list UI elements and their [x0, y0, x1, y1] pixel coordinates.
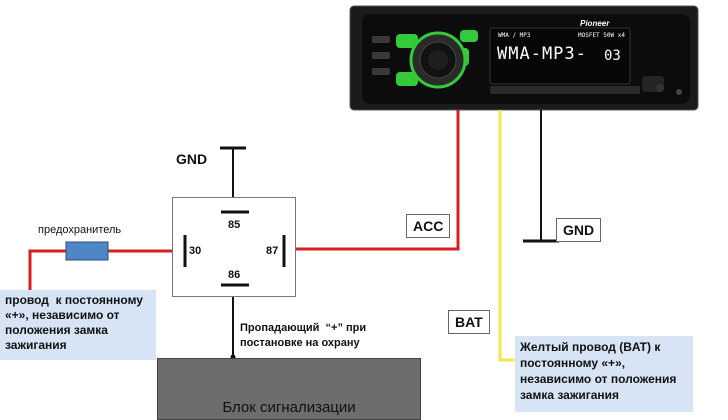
gnd-label-top: GND: [176, 151, 208, 167]
bat-wire: [498, 110, 515, 362]
display-model-text: MOSFET 50W x4: [578, 32, 625, 39]
relay-pin-86: 86: [228, 269, 241, 281]
head-unit: [349, 5, 699, 111]
alarm-block: Блок сигнализации: [157, 358, 421, 420]
relay-pin-87: 87: [266, 245, 279, 257]
green-button-top-left: [396, 34, 418, 48]
acc-wire: [296, 110, 460, 251]
bat-label: BAT: [448, 310, 490, 334]
relay-pin-30: 30: [189, 245, 202, 257]
relay-pin-85: 85: [228, 219, 241, 231]
gnd-label-right: GND: [556, 218, 602, 242]
display-small-text: WMA / MP3: [498, 32, 531, 39]
acc-label: ACC: [406, 214, 451, 238]
alarm-block-label: Блок сигнализации: [222, 399, 356, 416]
display-track-number: 03: [604, 48, 621, 64]
fuse: [65, 241, 109, 261]
display-main-text: WMA-MP3-: [497, 44, 587, 64]
constant-plus-wire: [28, 249, 66, 290]
left-note: провод к постоянному «+», независимо от …: [0, 290, 156, 360]
head-unit-brand: Pioneer: [580, 19, 610, 28]
right-note: Желтый провод (BAT) к постоянному «+», н…: [515, 336, 693, 412]
fuse-label: предохранитель: [38, 224, 122, 236]
relay: [172, 197, 296, 297]
green-button-bottom-left: [396, 72, 418, 86]
plus-note-label: Пропадающий “+” при постановке на охрану: [240, 322, 367, 349]
